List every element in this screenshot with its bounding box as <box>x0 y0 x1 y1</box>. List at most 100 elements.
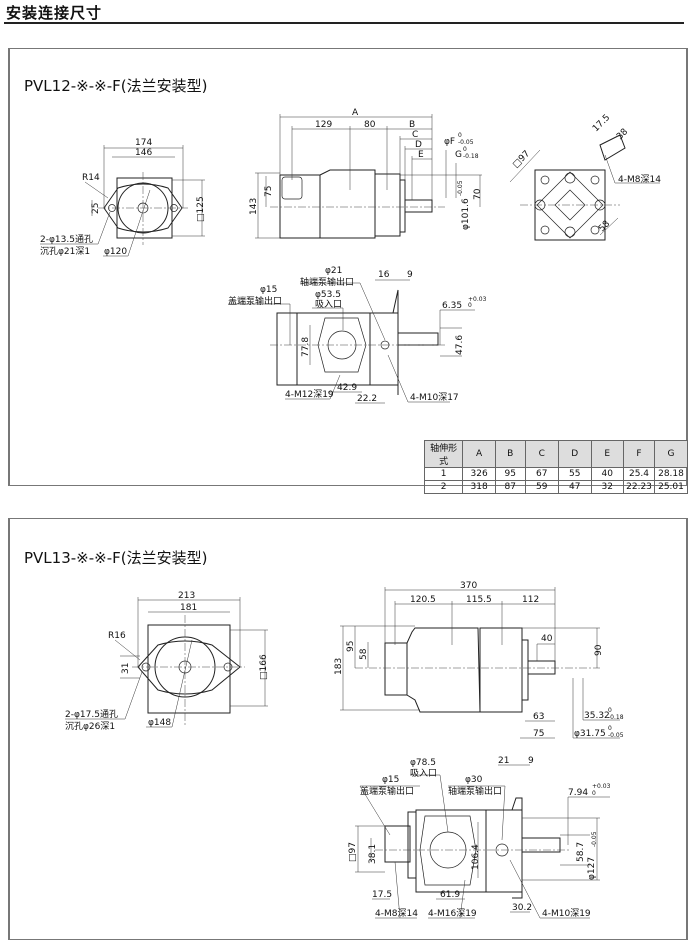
note-m10: 4-M10深19 <box>542 908 591 919</box>
tol: +0.03 <box>468 296 487 303</box>
label-shaft-outlet: 轴端泵输出口 <box>448 785 502 797</box>
shaft-dimension-table: 轴伸形式 A B C D E F G 1 326 95 67 55 40 25.… <box>423 440 688 494</box>
dim-22-2: 22.2 <box>357 394 377 404</box>
dim-42-9: 42.9 <box>337 383 357 393</box>
table-cell: 318 <box>462 480 496 494</box>
table-cell: 47 <box>558 480 592 494</box>
table-row: 2 318 87 59 47 32 22.23 25.01 <box>423 480 688 494</box>
pvl12-title: PVL12-※-※-F(法兰安装型) <box>24 77 208 95</box>
dim-38: 38 <box>615 127 630 142</box>
table-header: C <box>524 440 560 468</box>
dim-phi53-5: φ53.5 <box>315 290 341 300</box>
dim-115-5: 115.5 <box>466 595 492 605</box>
table-cell: 40 <box>590 467 625 481</box>
dim-58: 58 <box>359 648 369 660</box>
table-cell: 95 <box>494 467 526 481</box>
dim-181: 181 <box>180 603 197 613</box>
pvl12-side-view: A 129 80 B C D E φF 0 -0.05 G 0 -0.18 14… <box>249 108 483 239</box>
dim-a: A <box>352 108 359 118</box>
pvl12-bottom-view: φ21 轴端泵输出口 φ53.5 吸入口 φ15 盖端泵输出口 16 9 6.3… <box>228 266 487 404</box>
dim-f: φF <box>444 137 455 147</box>
dim-58-7: 58.7 <box>576 842 586 862</box>
note-counterbore: 沉孔φ21深1 <box>40 246 90 257</box>
pvl12-front-view: 174 146 R14 25 □125 2-φ13.5通孔 沉孔φ21深1 φ1… <box>40 138 206 257</box>
dim-58: 58 <box>597 219 612 234</box>
dim-phi21: φ21 <box>325 266 342 276</box>
dim-phi78-5: φ78.5 <box>410 758 436 768</box>
label-shaft-outlet: 轴端泵输出口 <box>300 276 354 288</box>
dim-17-5: 17.5 <box>591 113 612 134</box>
dim-c: C <box>412 130 418 140</box>
tol: 0 <box>463 146 467 153</box>
dim-30-2: 30.2 <box>512 903 532 913</box>
dim-r14: R14 <box>82 173 100 183</box>
table-header: E <box>590 440 625 468</box>
dim-e: E <box>418 150 424 160</box>
pvl13-title: PVL13-※-※-F(法兰安装型) <box>24 549 208 567</box>
table-header: G <box>654 440 688 468</box>
dim-112: 112 <box>522 595 539 605</box>
table-header-row: 轴伸形式 A B C D E F G <box>423 440 688 468</box>
dim-148: φ148 <box>148 718 171 728</box>
pvl13-bottom-view: φ78.5 吸入口 φ15 盖端泵输出口 φ30 轴端泵输出口 21 9 7.9… <box>348 756 611 919</box>
note-m12: 4-M12深19 <box>285 389 334 400</box>
table-cell: 22.23 <box>623 480 655 494</box>
dim-d: D <box>415 140 422 150</box>
table-cell: 67 <box>524 467 560 481</box>
dim-40: 40 <box>541 634 553 644</box>
dim-75: 75 <box>264 186 274 197</box>
label-suction: 吸入口 <box>315 299 342 310</box>
dim-63: 63 <box>533 712 544 722</box>
tol: 0 <box>608 707 612 714</box>
title-rule <box>4 22 684 24</box>
dim-9: 9 <box>528 756 534 766</box>
note-m8: 4-M8深14 <box>618 174 661 185</box>
tol: 0 <box>608 725 612 732</box>
dim-31-75: φ31.75 <box>574 729 606 739</box>
table-row: 1 326 95 67 55 40 25.4 28.18 <box>423 467 688 481</box>
table-cell: 32 <box>590 480 625 494</box>
dim-35-32: 35.32 <box>584 711 610 721</box>
table-cell: 2 <box>423 480 464 494</box>
dim-phi15: φ15 <box>382 775 399 785</box>
dim-6-35: 6.35 <box>442 301 462 311</box>
dim-21: 21 <box>498 756 509 766</box>
dim-80: 80 <box>364 120 376 130</box>
pvl12-panel: PVL12-※-※-F(法兰安装型) <box>8 48 688 486</box>
dim-97: □97 <box>348 842 358 862</box>
dim-97: □97 <box>511 149 532 170</box>
note-m16: 4-M16深19 <box>428 908 477 919</box>
tol: -0.05 <box>591 831 598 847</box>
dim-r16: R16 <box>108 631 126 641</box>
dim-174: 174 <box>135 138 152 148</box>
dim-phi127: φ127 <box>587 857 597 880</box>
dim-b: B <box>409 120 415 130</box>
table-cell: 326 <box>462 467 496 481</box>
table-header: A <box>462 440 496 468</box>
tol: -0.05 <box>457 180 464 196</box>
label-suction: 吸入口 <box>410 768 437 779</box>
table-cell: 87 <box>494 480 526 494</box>
dim-phi15: φ15 <box>260 285 277 295</box>
note-m10: 4-M10深17 <box>410 392 459 403</box>
dim-120: φ120 <box>104 247 127 257</box>
label-cover-outlet: 盖端泵输出口 <box>360 785 414 797</box>
dim-38-1: 38.1 <box>368 844 378 864</box>
table-header: D <box>558 440 592 468</box>
page-title: 安装连接尺寸 <box>6 4 103 22</box>
dim-75: 75 <box>533 729 544 739</box>
dim-120-5: 120.5 <box>410 595 436 605</box>
dim-370: 370 <box>460 581 477 591</box>
dim-101-6: φ101.6 <box>461 198 471 230</box>
tol: +0.03 <box>592 783 611 790</box>
dim-61-9: 61.9 <box>440 890 460 900</box>
dim-7-94: 7.94 <box>568 788 588 798</box>
table-cell: 55 <box>558 467 592 481</box>
dim-213: 213 <box>178 591 195 601</box>
dim-146: 146 <box>135 148 152 158</box>
note-holes: 2-φ17.5通孔 <box>65 709 118 720</box>
dim-143: 143 <box>249 198 259 215</box>
tol: 0 <box>458 132 462 139</box>
note-counterbore: 沉孔φ26深1 <box>65 721 115 732</box>
